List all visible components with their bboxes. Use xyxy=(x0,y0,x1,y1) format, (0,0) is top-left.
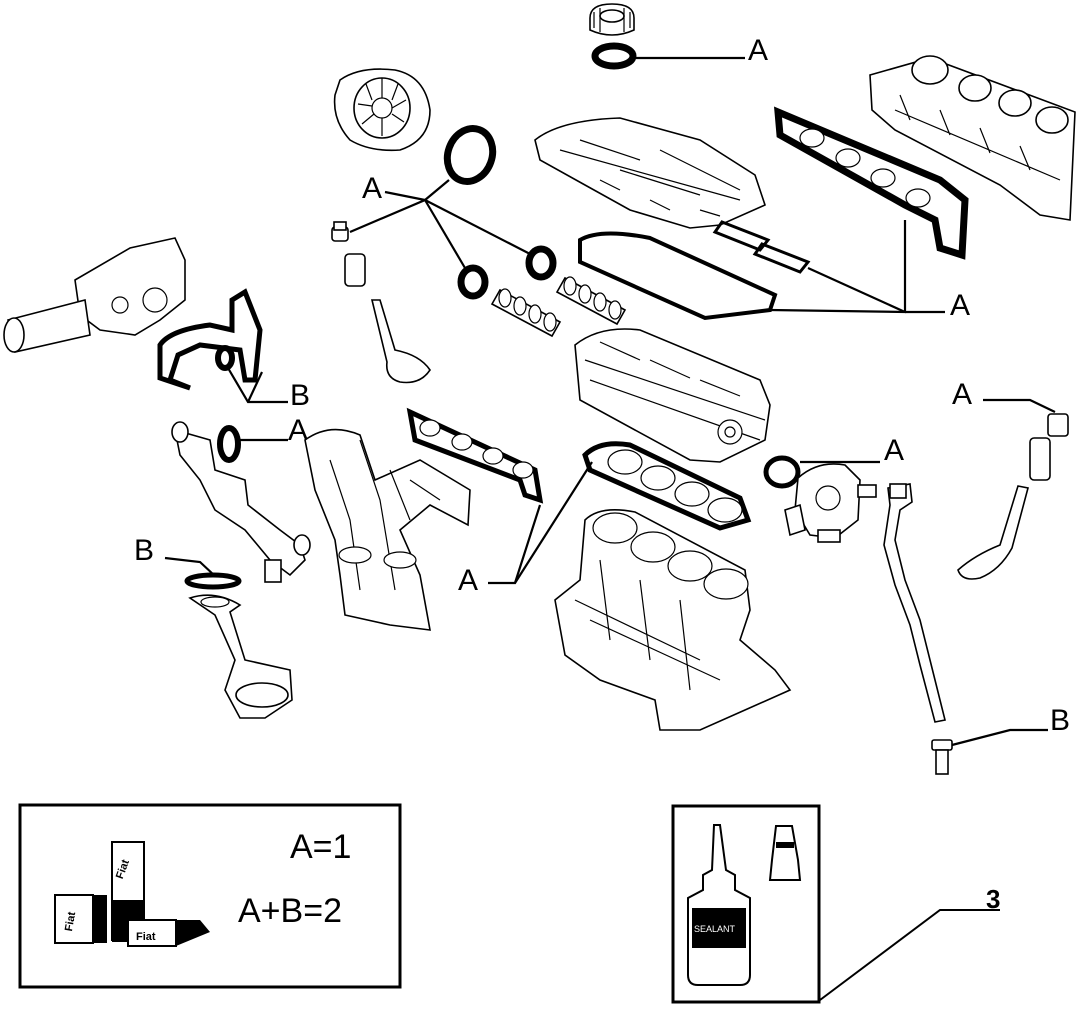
engine-block xyxy=(554,509,792,731)
camshaft-intake xyxy=(555,276,627,326)
oil-pump-gasket xyxy=(157,288,263,391)
callout-intake-gaskets: A xyxy=(950,289,970,322)
water-pump xyxy=(333,68,431,152)
nozzle-cap-icon xyxy=(768,825,802,881)
intake-manifold xyxy=(869,55,1076,221)
thermostat-housing xyxy=(784,463,877,543)
valve-stem-seal-right xyxy=(1047,413,1069,437)
sealant-box: SEALANT xyxy=(671,804,821,1004)
water-outlet-pipe xyxy=(171,421,311,583)
exhaust-manifold-gasket xyxy=(406,407,544,504)
rocker-gasket-2 xyxy=(752,242,811,274)
callout-oil-cap-seal: A xyxy=(748,34,768,67)
callout-valve-stem-seal: A xyxy=(952,378,972,411)
fiat-gasket-kit-icon: Fiat Fiat Fiat xyxy=(54,841,210,947)
oil-pump-oring xyxy=(215,345,235,371)
callout-water-outlet-gasket: A xyxy=(288,414,308,447)
oil-pickup-gasket xyxy=(184,572,242,590)
package-text-3: Fiat xyxy=(136,931,156,943)
camshaft-seal-1 xyxy=(457,264,489,300)
legend-line-ab: A+B=2 xyxy=(238,892,342,930)
callout-dipstick-bolt: B xyxy=(1050,704,1070,737)
cam-cover-gasket xyxy=(578,231,778,321)
valve-right xyxy=(957,485,1029,580)
legend-box: Fiat Fiat Fiat A=1 A+B=2 xyxy=(18,803,402,989)
crankshaft-seal xyxy=(443,125,497,185)
callout-oil-pump-gaskets: B xyxy=(290,379,310,412)
exhaust-manifold xyxy=(304,428,471,631)
dipstick-tube xyxy=(883,483,946,723)
thermostat-oring xyxy=(763,455,801,489)
oil-pump xyxy=(3,237,186,353)
sealant-bottle-icon: SEALANT xyxy=(687,824,751,986)
callout-pickup-gasket: B xyxy=(134,534,154,567)
oil-cap-seal xyxy=(591,42,637,70)
legend-line-a: A=1 xyxy=(290,828,351,866)
cylinder-head-gasket xyxy=(582,441,752,531)
callout-head-exhaust-gaskets: A xyxy=(458,564,478,597)
rocker-gasket-1 xyxy=(712,220,771,252)
callout-thermostat-oring: A xyxy=(884,434,904,467)
camshaft-exhaust xyxy=(490,288,562,338)
package-text-2: Fiat xyxy=(63,911,78,933)
sealant-label: SEALANT xyxy=(694,924,736,934)
tappet-left xyxy=(344,253,366,287)
dipstick-bolt xyxy=(931,739,953,775)
valve-left xyxy=(370,299,431,384)
oil-pickup-pipe xyxy=(188,594,293,719)
tappet-right xyxy=(1029,437,1051,481)
camshaft-seal-2 xyxy=(525,245,557,281)
valve-stem-seal-left xyxy=(331,221,349,242)
cylinder-head xyxy=(574,328,771,463)
oil-filler-cap xyxy=(589,3,635,36)
water-outlet-gasket xyxy=(217,425,241,463)
callout-timing-seals: A xyxy=(362,172,382,205)
callout-sealant-kit: 3 xyxy=(986,884,1000,914)
cam-cover xyxy=(534,117,766,229)
intake-manifold-gasket xyxy=(774,106,969,260)
